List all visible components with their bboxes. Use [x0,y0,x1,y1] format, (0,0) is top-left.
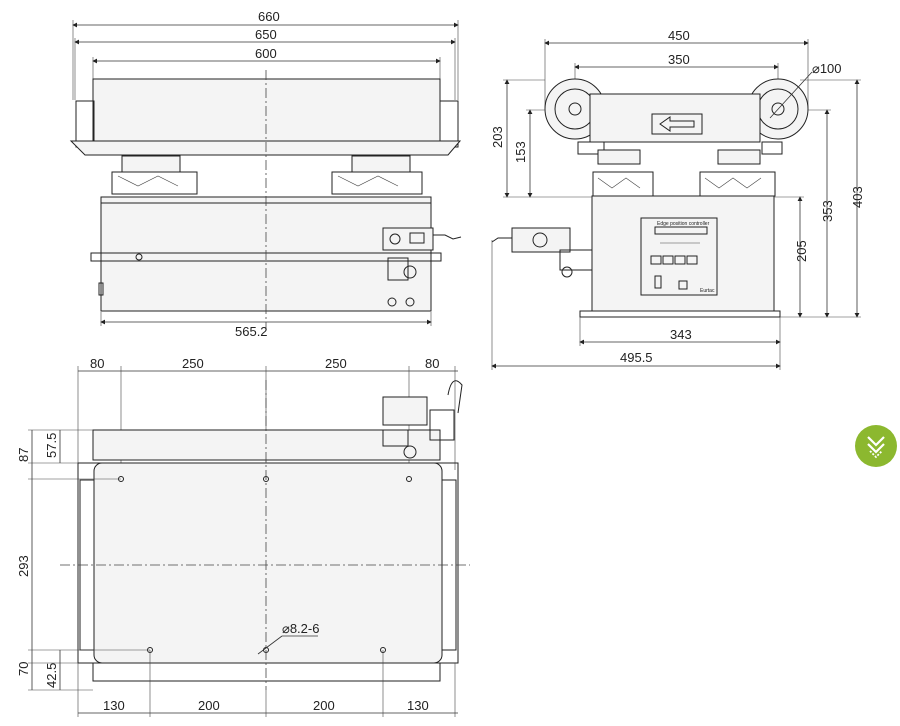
dim-57-5: 57.5 [44,433,59,458]
dim-80-right: 80 [425,356,439,371]
top-roller [92,429,441,461]
dim-dia100: ⌀100 [812,61,842,76]
dim-565-2: 565.2 [235,324,268,339]
brand-label: Eurtac [700,288,715,294]
bracket [387,257,409,281]
dim-200-left: 200 [198,698,220,713]
roller-end-right [439,100,459,148]
dim-450: 450 [668,28,690,43]
dim-600: 600 [255,46,277,61]
control-panel [640,217,718,296]
top-view: 80 250 250 80 ⌀8.2-6 [16,356,470,717]
top-connector [382,396,428,426]
sensor-head [511,227,571,253]
dim-353: 353 [820,200,835,222]
dim-660: 660 [258,9,280,24]
dim-70: 70 [16,662,31,676]
side-body [591,195,775,312]
dim-42-5: 42.5 [44,663,59,688]
roller-end-left [75,100,95,148]
dim-130-left: 130 [103,698,125,713]
dim-130-right: 130 [407,698,429,713]
dim-80-left: 80 [90,356,104,371]
dim-293: 293 [16,555,31,577]
side-view: 450 350 ⌀100 Edge position controller [490,28,865,370]
mount-left [111,171,198,195]
scroll-down-button[interactable] [855,425,897,467]
dim-87: 87 [16,448,31,462]
front-view: 660 650 600 565.2 [69,9,462,339]
dim-350: 350 [668,52,690,67]
bearing-right [351,155,411,173]
roller [92,78,441,142]
panel-label: Edge position controller [657,221,710,227]
dim-200-right: 200 [313,698,335,713]
beam [589,93,761,143]
bearing-left [121,155,181,173]
roller-frame [69,140,462,156]
dim-203: 203 [490,126,505,148]
dim-205: 205 [794,240,809,262]
direction-arrow-icon [659,116,695,132]
dim-650: 650 [255,27,277,42]
dim-250-right: 250 [325,356,347,371]
mount-right [331,171,423,195]
dim-495-5: 495.5 [620,350,653,365]
double-chevron-down-icon [867,436,885,459]
base-plate [93,462,443,664]
hole-note: ⌀8.2-6 [282,621,319,636]
dim-153: 153 [513,141,528,163]
dim-403: 403 [850,186,865,208]
dim-250-left: 250 [182,356,204,371]
dim-343: 343 [670,327,692,342]
